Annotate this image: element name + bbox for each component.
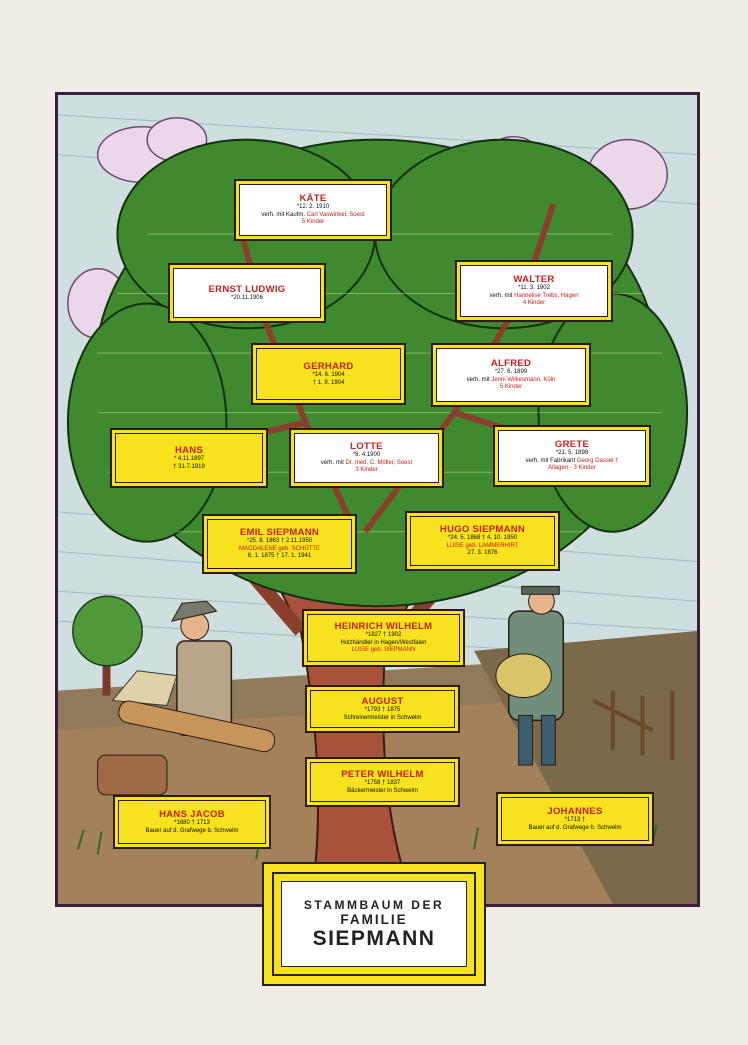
hugo-siepmann-card: HUGO SIEPMANN *24. 5. 1868 † 4. 10. 1950…: [405, 511, 560, 571]
hugo-wife: LUISE geb. LAMMERHIRT: [446, 542, 519, 549]
kaete-spouse: Carl Vaswinkel, Soest: [306, 211, 365, 218]
grete-spouse: Georg Dassel †: [576, 457, 619, 464]
ernst-name: ERNST LUDWIG: [208, 283, 286, 295]
kaete-verh: verh. mit Kaufm.: [261, 211, 306, 218]
grete-verh: verh. mit Fabrikant: [525, 457, 576, 464]
walter-verh: verh. mit: [489, 292, 513, 299]
hugo-name: HUGO SIEPMANN: [439, 524, 526, 536]
lotte-verh: verh. mit: [320, 459, 344, 466]
heinrich-occupation: Holzhändler in Hagen/Westfalen: [340, 639, 427, 646]
ernst-ludwig-card: ERNST LUDWIG *20.11.1906: [168, 263, 326, 323]
alfred-children: 5 Kinder: [499, 384, 523, 391]
kaete-card: KÄTE *12. 2. 1910 verh. mit Kaufm. Carl …: [234, 179, 392, 241]
lotte-card: LOTTE *8. 4.1900 verh. mit Dr. med. C. M…: [289, 428, 444, 488]
walter-birth: *11. 3. 1902: [518, 285, 550, 292]
johannes-occupation: Bauer auf d. Grafwege b. Schwelm: [528, 824, 622, 831]
johannes-name: JOHANNES: [547, 806, 603, 817]
heinrich-dates: *1827 † 1902: [365, 632, 402, 639]
emil-siepmann-card: EMIL SIEPMANN *25. 8. 1863 † 2.11.1950 M…: [202, 514, 357, 574]
hans-birth: * 4.11.1897: [173, 456, 205, 462]
alfred-name: ALFRED: [490, 358, 532, 370]
ernst-birth: *20.11.1906: [231, 294, 263, 301]
title-plaque: STAMMBAUM DER FAMILIE SIEPMANN: [262, 862, 486, 986]
alfred-verh: verh. mit: [466, 376, 490, 383]
august-card: AUGUST *1793 † 1875 Schreinermeister in …: [305, 685, 460, 733]
grete-card: GRETE *21. 5. 1898 verh. mit Fabrikant G…: [493, 425, 651, 487]
hans-jacob-card: HANS JACOB *1680 † 1713 Bauer auf d. Gra…: [113, 795, 271, 849]
emil-wife-dates: 6. 1. 1875 † 17. 1. 1941: [247, 553, 312, 560]
hugo-dates: *24. 5. 1868 † 4. 10. 1950: [447, 535, 518, 542]
hans-death: † 31.7.1919: [173, 463, 205, 470]
lotte-spouse: Dr. med. C. Möller, Soest: [345, 459, 413, 466]
august-occupation: Schreinermeister in Schwelm: [343, 714, 422, 721]
peter-name: PETER WILHELM: [341, 769, 424, 780]
hugo-wife-dates: 27. 3. 1876: [467, 550, 498, 557]
grete-birth: *21. 5. 1898: [555, 450, 589, 457]
johannes-card: JOHANNES *1713 † Bauer auf d. Grafwege b…: [496, 792, 654, 846]
emil-name: EMIL SIEPMANN: [239, 527, 320, 539]
alfred-birth: *27. 6. 1899: [494, 369, 528, 376]
alfred-card: ALFRED *27. 6. 1899 verh. mit Jenni Wilk…: [431, 343, 591, 407]
walter-card: WALTER *11. 3. 1902 verh. mit Hannelise …: [455, 260, 613, 322]
alfred-spouse: Jenni Wilkesmann, Köln: [491, 376, 556, 383]
gerhard-name: GERHARD: [303, 361, 354, 372]
hans-card: HANS * 4.11.1897 † 31.7.1919: [110, 428, 268, 488]
title-line-1: STAMMBAUM DER: [303, 897, 445, 912]
peter-wilhelm-card: PETER WILHELM *1758 † 1837 Bäckermeister…: [305, 757, 460, 807]
gerhard-death: † 1. 9. 1904: [312, 379, 345, 386]
johannes-dates: *1713 †: [564, 817, 586, 823]
heinrich-wilhelm-card: HEINRICH WILHELM *1827 † 1902 Holzhändle…: [302, 609, 465, 667]
peter-occupation: Bäckermeister in Schwelm: [347, 787, 418, 794]
grete-children: Allagen - 3 Kinder: [548, 465, 596, 472]
sower-figure: [495, 585, 564, 766]
gerhard-card: GERHARD *14. 6. 1904 † 1. 9. 1904: [251, 343, 406, 405]
woodcutter-figure: [97, 600, 276, 796]
hans-jacob-name: HANS JACOB: [159, 809, 225, 820]
emil-wife: MAGDALENE geb. SCHÜTTE: [238, 545, 321, 552]
grete-name: GRETE: [554, 439, 590, 451]
kaete-birth: *12. 2. 1910: [296, 204, 330, 211]
walter-spouse: Hannelise Trebs, Hagen: [514, 292, 579, 299]
hans-jacob-dates: *1680 † 1713: [174, 820, 210, 826]
kaete-name: KÄTE: [299, 193, 327, 205]
august-dates: *1793 † 1875: [364, 707, 401, 713]
title-line-3: SIEPMANN: [312, 926, 436, 950]
heinrich-name: HEINRICH WILHELM: [334, 621, 433, 633]
walter-name: WALTER: [513, 274, 555, 286]
august-name: AUGUST: [361, 696, 404, 707]
lotte-children: 3 Kinder: [355, 467, 378, 474]
illustration-frame: KÄTE *12. 2. 1910 verh. mit Kaufm. Carl …: [55, 92, 700, 907]
hans-name: HANS: [174, 445, 204, 456]
peter-dates: *1758 † 1837: [364, 780, 401, 786]
lotte-birth: *8. 4.1900: [352, 452, 381, 459]
lotte-name: LOTTE: [350, 441, 383, 453]
emil-dates: *25. 8. 1863 † 2.11.1950: [246, 538, 313, 545]
walter-children: 4 Kinder: [522, 300, 546, 307]
gerhard-birth: *14. 6. 1904: [312, 372, 345, 378]
hans-jacob-occupation: Bauer auf d. Grafwege b. Schwelm: [145, 827, 239, 834]
heinrich-wife: LUISE geb. SIEPMANN: [351, 647, 416, 654]
title-line-2: FAMILIE: [340, 911, 408, 927]
kaete-children: 5 Kinder: [301, 219, 325, 226]
